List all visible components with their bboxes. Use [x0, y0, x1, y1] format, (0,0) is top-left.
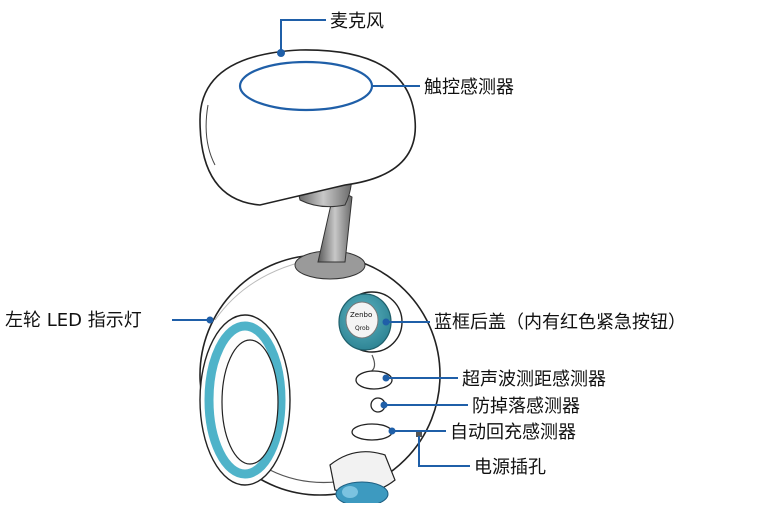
label-microphone: 麦克风: [330, 11, 384, 32]
front-wheel: [329, 451, 396, 507]
label-auto-charge-sensor: 自动回充感测器: [450, 422, 576, 443]
auto-charge-sensor-shape: [351, 423, 393, 441]
label-anti-fall-sensor: 防掉落感测器: [472, 396, 580, 417]
led-ring: [204, 321, 286, 479]
robot-head: [199, 49, 417, 206]
blue-cover: Zenbo Qrob: [338, 291, 403, 353]
callout-labels: 麦克风 触控感测器 左轮 LED 指示灯 蓝框后盖（内有红色紧急按钮） 超声波测…: [5, 11, 686, 478]
logo-text-1: Zenbo: [350, 311, 372, 319]
label-ultrasonic-sensor: 超声波测距感测器: [462, 369, 606, 390]
leader-lines: [172, 19, 470, 467]
label-touch-sensor: 触控感测器: [424, 77, 514, 98]
body-sensors: [351, 354, 422, 441]
power-jack-shape: [416, 430, 422, 437]
label-power-jack: 电源插孔: [474, 457, 546, 478]
ultrasonic-sensor-shape: [355, 370, 393, 390]
touch-sensor-shape: [238, 60, 374, 112]
left-wheel: [199, 314, 291, 486]
label-blue-cover: 蓝框后盖（内有红色紧急按钮）: [434, 312, 686, 333]
label-left-led: 左轮 LED 指示灯: [5, 310, 142, 331]
logo-text-2: Qrob: [355, 325, 370, 332]
